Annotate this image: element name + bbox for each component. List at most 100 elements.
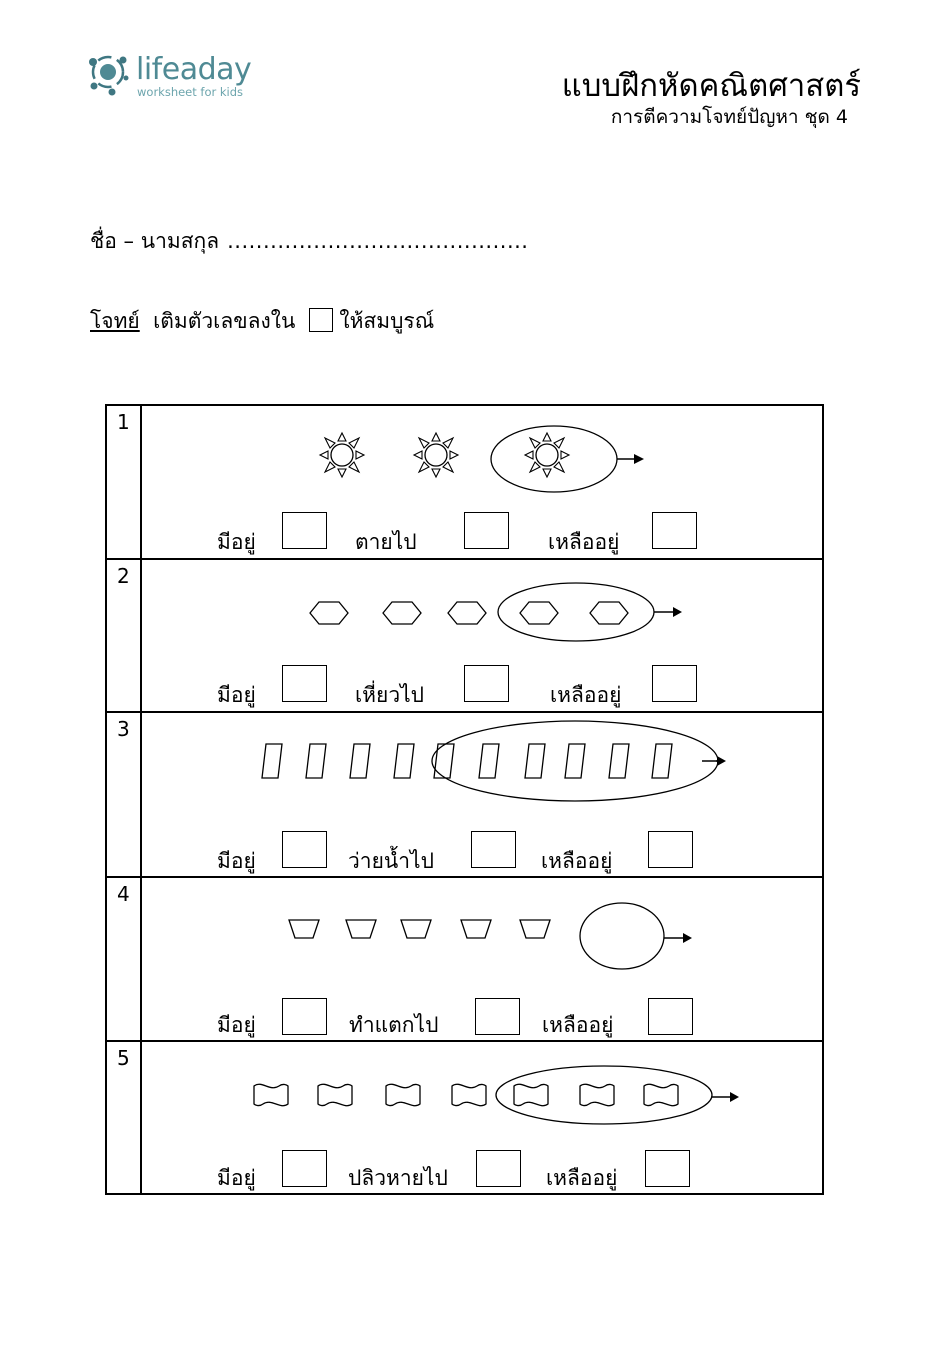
slanted-rectangle-icon xyxy=(564,743,586,779)
problem-3-picture xyxy=(261,720,726,802)
answer-box-remaining[interactable] xyxy=(652,665,697,702)
answer-box-remaining[interactable] xyxy=(648,831,693,868)
flag-icon xyxy=(643,1083,679,1107)
worksheet-title: แบบฝึกหัดคณิตศาสตร์ xyxy=(561,68,861,104)
cup-icon xyxy=(288,919,320,939)
flag-icon xyxy=(253,1083,289,1107)
problem-number: 4 xyxy=(117,882,130,906)
flag-icon xyxy=(579,1083,615,1107)
answer-box-gone[interactable] xyxy=(464,665,509,702)
number-cell: 5 xyxy=(107,1042,142,1193)
problem-2-picture xyxy=(309,582,682,642)
slanted-rectangle-icon xyxy=(524,743,546,779)
sun-icon xyxy=(524,432,570,478)
sun-icon xyxy=(319,432,365,478)
answer-box-gone[interactable] xyxy=(476,1150,521,1187)
hexagon-icon xyxy=(519,601,559,625)
arrow-head-icon xyxy=(683,933,692,943)
label-have: มีอยู่ xyxy=(217,683,256,707)
label-have: มีอยู่ xyxy=(217,1013,256,1037)
name-fill-dots[interactable]: ........................................… xyxy=(227,229,529,253)
sun-icon xyxy=(413,432,459,478)
problem-number: 2 xyxy=(117,564,130,588)
flag-icon xyxy=(513,1083,549,1107)
label-have: มีอยู่ xyxy=(217,1166,256,1190)
answer-box-have[interactable] xyxy=(282,1150,327,1187)
label-gone: ว่ายน้ำไป xyxy=(348,849,434,873)
instruction-text-after: ให้สมบูรณ์ xyxy=(339,309,435,333)
slanted-rectangle-icon xyxy=(651,743,673,779)
label-have: มีอยู่ xyxy=(217,530,256,554)
answer-box-have[interactable] xyxy=(282,831,327,868)
slanted-rectangle-icon xyxy=(393,743,415,779)
arrow-head-icon xyxy=(730,1092,739,1102)
problem-number: 1 xyxy=(117,410,130,434)
problem-row-4: 4 มีอยู่ ทำแตกไป เหลืออยู่ xyxy=(107,878,822,1042)
group-ellipse xyxy=(495,1065,713,1125)
number-cell: 2 xyxy=(107,560,142,711)
instruction-heading: โจทย์ xyxy=(90,309,140,333)
label-gone: เหี่ยวไป xyxy=(355,683,425,707)
cup-icon xyxy=(460,919,492,939)
number-cell: 3 xyxy=(107,713,142,876)
group-ellipse xyxy=(579,902,665,970)
problem-number: 3 xyxy=(117,717,130,741)
label-gone: ตายไป xyxy=(355,530,417,554)
label-remaining: เหลืออยู่ xyxy=(542,1013,614,1037)
arrow-head-icon xyxy=(634,454,644,464)
answer-box-remaining[interactable] xyxy=(648,998,693,1035)
slanted-rectangle-icon xyxy=(261,743,283,779)
label-have: มีอยู่ xyxy=(217,849,256,873)
hexagon-icon xyxy=(309,601,349,625)
flag-icon xyxy=(317,1083,353,1107)
problem-5-picture xyxy=(253,1065,739,1125)
label-gone: ปลิวหายไป xyxy=(348,1166,448,1190)
problem-1-picture xyxy=(319,425,644,493)
problem-table: 1 xyxy=(105,404,824,1195)
number-cell: 4 xyxy=(107,878,142,1040)
number-cell: 1 xyxy=(107,406,142,558)
molecule-logo-icon xyxy=(89,55,129,96)
problem-row-1: 1 xyxy=(107,406,822,560)
logo-wordmark: lifeaday xyxy=(136,52,252,87)
logo-tagline: worksheet for kids xyxy=(137,85,244,99)
label-remaining: เหลืออยู่ xyxy=(546,1166,618,1190)
answer-box-gone[interactable] xyxy=(475,998,520,1035)
answer-box-have[interactable] xyxy=(282,512,327,549)
example-answer-box xyxy=(309,308,334,332)
worksheet-subtitle: การตีความโจทย์ปัญหา ชุด 4 xyxy=(610,106,848,128)
flag-icon xyxy=(385,1083,421,1107)
flag-icon xyxy=(451,1083,487,1107)
problem-row-2: 2 มีอยู่ เหี่ยวไป เหลืออยู่ xyxy=(107,560,822,713)
label-remaining: เหลืออยู่ xyxy=(541,849,613,873)
slanted-rectangle-icon xyxy=(608,743,630,779)
cup-icon xyxy=(345,919,377,939)
hexagon-icon xyxy=(382,601,422,625)
answer-box-gone[interactable] xyxy=(464,512,509,549)
hexagon-icon xyxy=(447,601,487,625)
arrow-head-icon xyxy=(717,756,726,766)
problem-number: 5 xyxy=(117,1046,130,1070)
hexagon-icon xyxy=(589,601,629,625)
answer-box-gone[interactable] xyxy=(471,831,516,868)
slanted-rectangle-icon xyxy=(478,743,500,779)
problem-row-5: 5 มีอยู่ ปลิวหายไป เหลืออยู่ xyxy=(107,1042,822,1193)
answer-box-remaining[interactable] xyxy=(652,512,697,549)
slanted-rectangle-icon xyxy=(305,743,327,779)
group-ellipse xyxy=(490,425,618,493)
name-line: ชื่อ – นามสกุล..........................… xyxy=(90,225,528,258)
answer-box-remaining[interactable] xyxy=(645,1150,690,1187)
instruction-text-before: เติมตัวเลขลงใน xyxy=(153,309,296,333)
instruction: โจทย์ เติมตัวเลขลงใน ให้สมบูรณ์ xyxy=(90,305,434,338)
group-ellipse xyxy=(431,720,719,802)
slanted-rectangle-icon xyxy=(433,743,455,779)
problem-4-picture xyxy=(288,902,692,970)
arrow-head-icon xyxy=(673,607,682,617)
label-remaining: เหลืออยู่ xyxy=(548,530,620,554)
answer-box-have[interactable] xyxy=(282,665,327,702)
label-gone: ทำแตกไป xyxy=(349,1013,439,1037)
problem-row-3: 3 มีอยู่ ว่ายน้ำไป เหลืออยู่ xyxy=(107,713,822,878)
slanted-rectangle-icon xyxy=(349,743,371,779)
cup-icon xyxy=(400,919,432,939)
answer-box-have[interactable] xyxy=(282,998,327,1035)
